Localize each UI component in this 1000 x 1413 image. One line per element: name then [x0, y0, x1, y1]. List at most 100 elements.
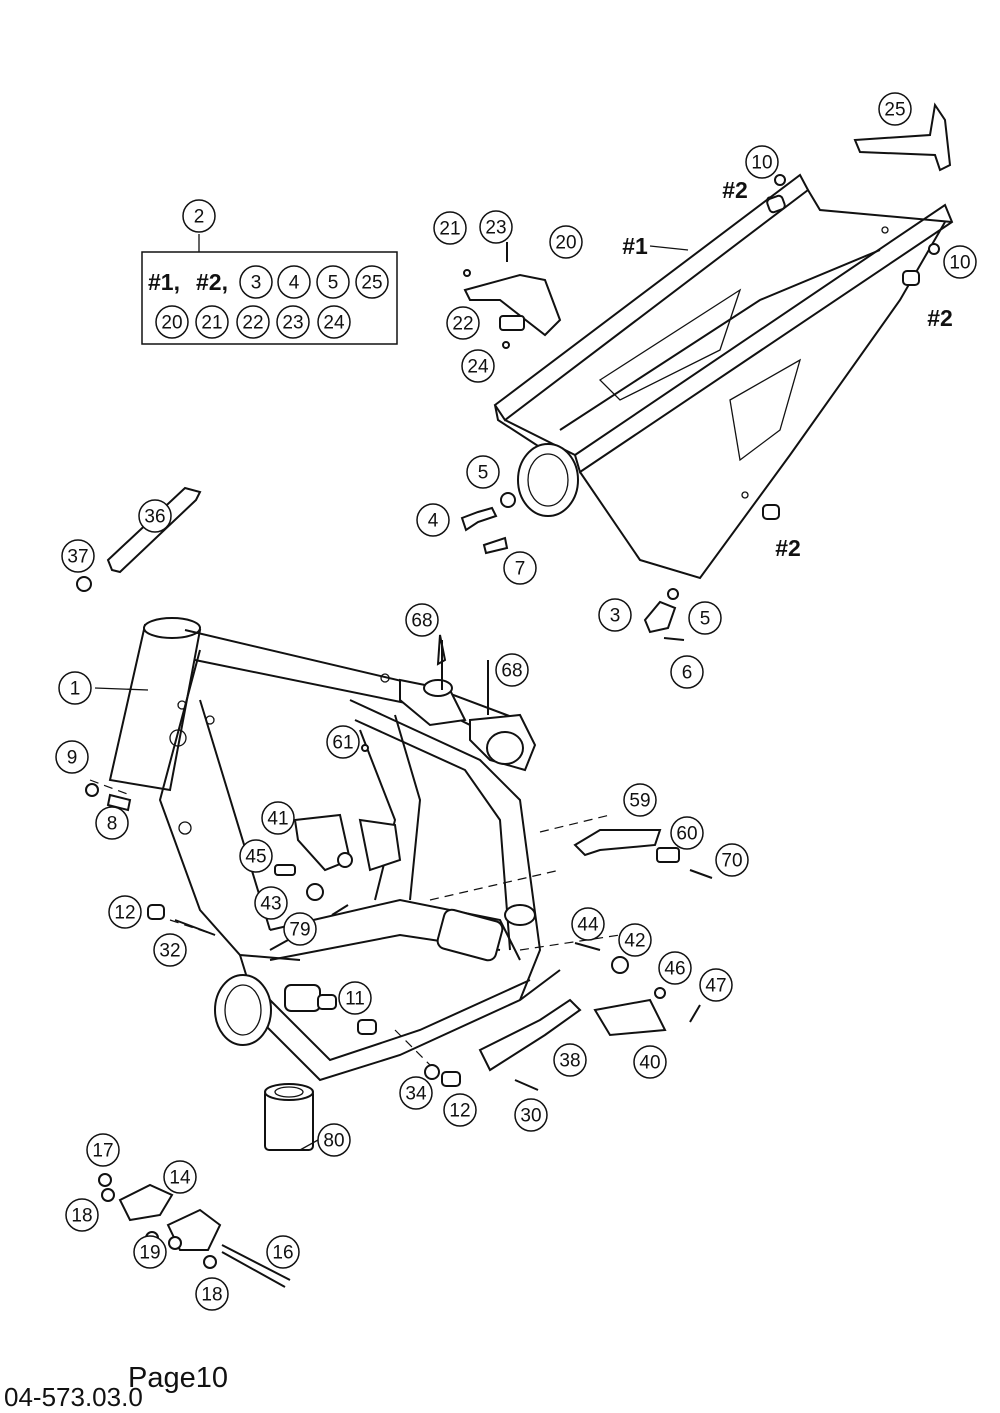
callout-circle — [479, 210, 513, 244]
callout-number: 24 — [467, 357, 489, 378]
callout-number: 60 — [676, 824, 697, 845]
part-callout: 12 — [443, 1093, 477, 1127]
callout-circle — [514, 1098, 548, 1132]
callout-number: 70 — [721, 851, 742, 872]
callout-circle — [61, 539, 95, 573]
callout-circle — [163, 1160, 197, 1194]
callout-circle — [338, 981, 372, 1015]
part-callout: 38 — [553, 1043, 587, 1077]
callout-number: 21 — [439, 219, 460, 240]
callout-circle — [239, 839, 273, 873]
callout-number: 79 — [289, 920, 310, 941]
part-callout: 37 — [61, 539, 95, 573]
callout-number: 61 — [332, 733, 353, 754]
callout-circle — [317, 305, 351, 339]
callout-circle — [878, 92, 912, 126]
callout-number: 2 — [194, 207, 205, 228]
part-callout: 9 — [55, 740, 89, 774]
part-callout: 14 — [163, 1160, 197, 1194]
part-callout: 68 — [495, 653, 529, 687]
callout-number: 14 — [169, 1168, 191, 1189]
callout-number: 11 — [345, 989, 365, 1010]
callout-number: 18 — [201, 1285, 222, 1306]
callout-number: 44 — [577, 915, 599, 936]
part-callout: 20 — [155, 305, 189, 339]
part-callout: 34 — [399, 1076, 433, 1110]
part-callout: 5 — [316, 265, 350, 299]
leader-lines — [94, 245, 689, 691]
part-callout: 25 — [355, 265, 389, 299]
page-label: Page10 — [128, 1362, 228, 1394]
callout-number: 25 — [884, 100, 905, 121]
part-callout: 40 — [633, 1045, 667, 1079]
subframe — [493, 173, 954, 580]
frame-hardware — [76, 486, 713, 1151]
callout-circle — [670, 816, 704, 850]
callout-number: 6 — [682, 663, 693, 684]
callout-number: 59 — [629, 791, 650, 812]
callout-number: 12 — [114, 903, 135, 924]
part-callout: 5 — [466, 455, 500, 489]
part-callout: 18 — [65, 1198, 99, 1232]
callout-number: 24 — [323, 313, 345, 334]
part-callout: 18 — [195, 1277, 229, 1311]
callout-number: 16 — [272, 1243, 293, 1264]
callout-circle — [239, 265, 273, 299]
part-callout: 32 — [153, 933, 187, 967]
callout-number: 40 — [639, 1053, 660, 1074]
part-callout: 4 — [277, 265, 311, 299]
part-callout: 24 — [461, 349, 495, 383]
part-callout: 8 — [95, 806, 129, 840]
callout-number: 4 — [428, 511, 439, 532]
part-callout: 42 — [618, 923, 652, 957]
callout-number: 32 — [159, 941, 180, 962]
callout-number: 7 — [515, 559, 526, 580]
callout-number: 30 — [520, 1106, 541, 1127]
part-callout: 11 — [338, 981, 372, 1015]
callout-circle — [65, 1198, 99, 1232]
callout-number: 10 — [949, 253, 970, 274]
callout-number: 3 — [610, 606, 621, 627]
callout-circle — [549, 225, 583, 259]
callout-number: 34 — [405, 1084, 427, 1105]
callout-number: 47 — [705, 976, 726, 997]
callout-circle — [58, 671, 92, 705]
callout-number: 22 — [242, 313, 263, 334]
callout-number: 42 — [624, 931, 645, 952]
part-callout: 3 — [598, 598, 632, 632]
part-callout: 17 — [86, 1133, 120, 1167]
bracket-assembly — [98, 1173, 291, 1288]
callout-circle — [618, 923, 652, 957]
part-callout: 19 — [133, 1235, 167, 1269]
callout-number: 46 — [664, 959, 685, 980]
callout-circle — [399, 1076, 433, 1110]
callout-circle — [261, 801, 295, 835]
callout-number: 43 — [260, 894, 281, 915]
part-callout: 23 — [479, 210, 513, 244]
part-callout: 4 — [416, 503, 450, 537]
callout-circle — [153, 933, 187, 967]
callout-circle — [503, 551, 537, 585]
callout-circle — [633, 1045, 667, 1079]
part-callout: 10 — [943, 245, 977, 279]
callout-circle — [317, 1123, 351, 1157]
callout-number: 37 — [67, 547, 88, 568]
callout-number: 23 — [282, 313, 303, 334]
callout-circle — [416, 503, 450, 537]
part-callout: 12 — [108, 895, 142, 929]
kit-subassembly-label: #2, — [196, 269, 228, 295]
callout-number: 21 — [201, 313, 222, 334]
callout-number: 19 — [139, 1243, 160, 1264]
part-callout: 23 — [276, 305, 310, 339]
callout-number: 23 — [485, 218, 506, 239]
callout-circle — [658, 951, 692, 985]
callout-circle — [571, 907, 605, 941]
callout-circle — [108, 895, 142, 929]
part-callout: 80 — [317, 1123, 351, 1157]
callout-number: 45 — [245, 847, 266, 868]
part-callout: 1 — [58, 671, 92, 705]
callout-number: 8 — [107, 814, 118, 835]
callout-circle — [316, 265, 350, 299]
callout-circle — [495, 653, 529, 687]
